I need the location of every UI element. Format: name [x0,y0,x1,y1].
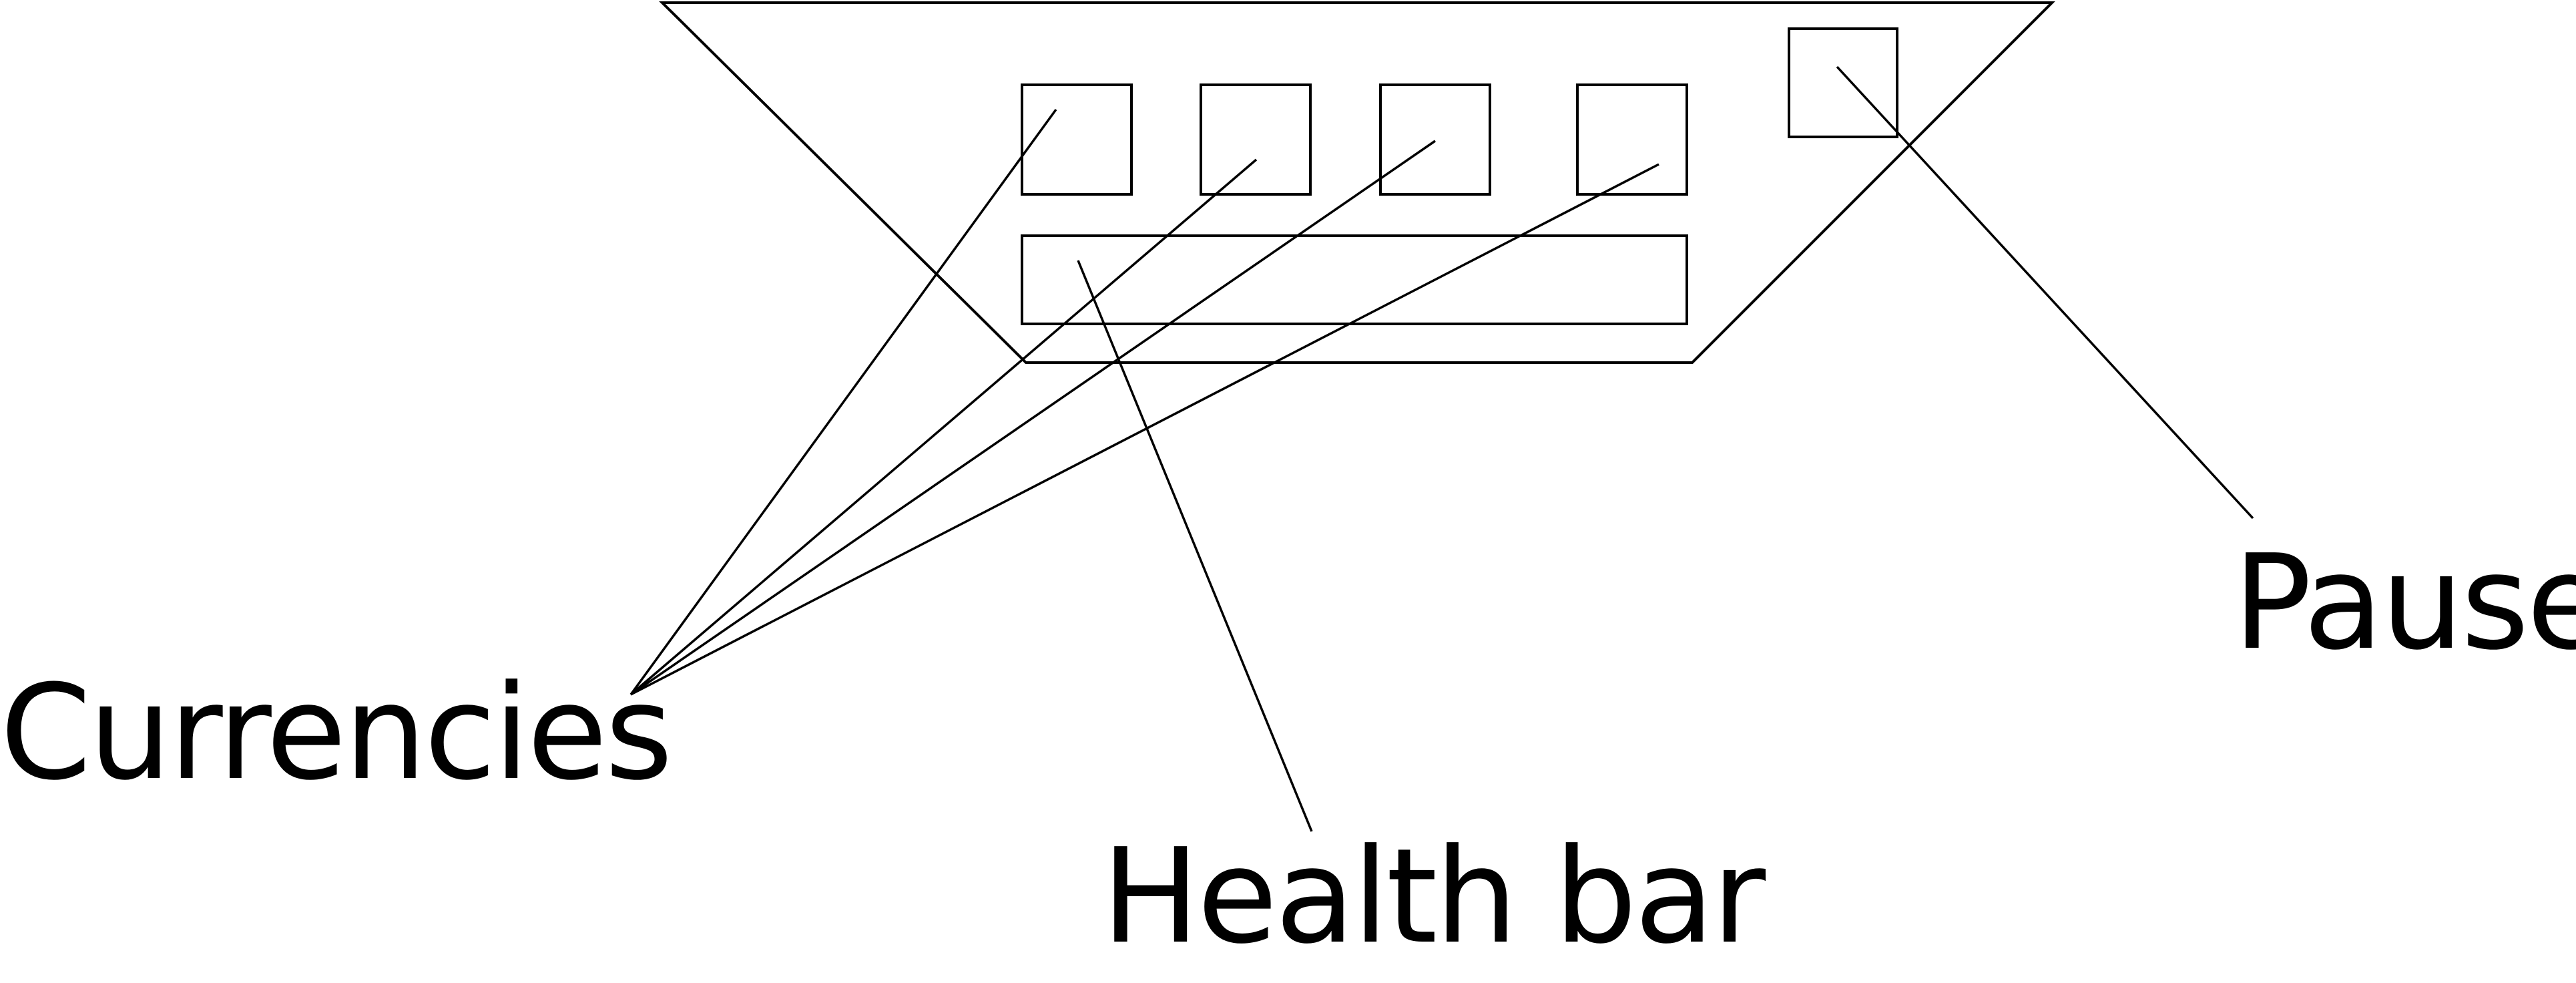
health-bar-leader [1077,260,1313,832]
pause-button-box [1788,27,1898,138]
hud-frame [659,1,2055,364]
currency-slot-1 [1021,83,1133,196]
health-bar-box [1021,234,1688,325]
health-bar-label: Health bar [1101,821,1766,973]
pause-leader [1836,65,2254,520]
currency-slot-2 [1200,83,1312,196]
currencies-leader-4 [630,163,1659,696]
currencies-label: Currencies [0,657,673,809]
pause-label: Pause [2233,527,2576,679]
currencies-leader-3 [630,140,1436,696]
currencies-leader-1 [629,108,1057,696]
currencies-leader-2 [629,158,1258,696]
currency-slot-3 [1379,83,1491,196]
currency-slot-4 [1576,83,1688,196]
